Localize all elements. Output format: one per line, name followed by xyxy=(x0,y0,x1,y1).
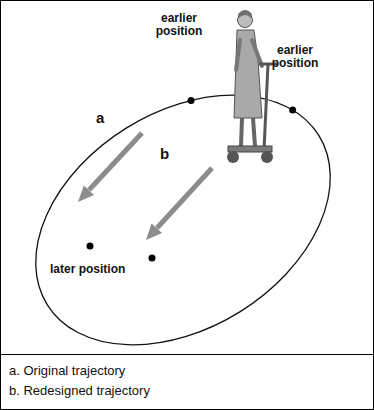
trajectory-letter: b xyxy=(160,146,174,163)
scooter-wheel xyxy=(227,151,239,163)
scooter-deck xyxy=(228,146,272,152)
rider-hair xyxy=(238,10,252,18)
scooter-rider xyxy=(227,10,277,163)
caption-line: b. Redesigned trajectory xyxy=(9,381,365,401)
scooter-pole xyxy=(264,64,268,150)
position-label: earlier position xyxy=(264,44,326,70)
position-label: earlier position xyxy=(148,12,210,38)
position-dot xyxy=(87,243,94,250)
position-dot xyxy=(188,97,195,104)
arrow-a xyxy=(78,133,142,202)
caption-line: a. Original trajectory xyxy=(9,361,365,381)
rider-legs xyxy=(241,118,255,146)
arrow-head xyxy=(146,224,162,241)
arrow-b xyxy=(146,168,212,240)
trajectory-letter: a xyxy=(96,110,110,127)
caption-box: a. Original trajectoryb. Redesigned traj… xyxy=(0,354,374,410)
arrow-shaft xyxy=(157,168,212,228)
scooter-wheel xyxy=(261,151,273,163)
rider-arms xyxy=(236,40,262,70)
position-dots xyxy=(87,97,297,261)
rider-body xyxy=(234,30,262,118)
arrow-head xyxy=(78,186,94,203)
position-dot xyxy=(149,255,156,262)
arrow-shaft xyxy=(89,133,142,190)
trajectory-ellipse xyxy=(0,44,374,397)
position-label: later position xyxy=(50,263,160,276)
position-dot xyxy=(289,107,296,114)
